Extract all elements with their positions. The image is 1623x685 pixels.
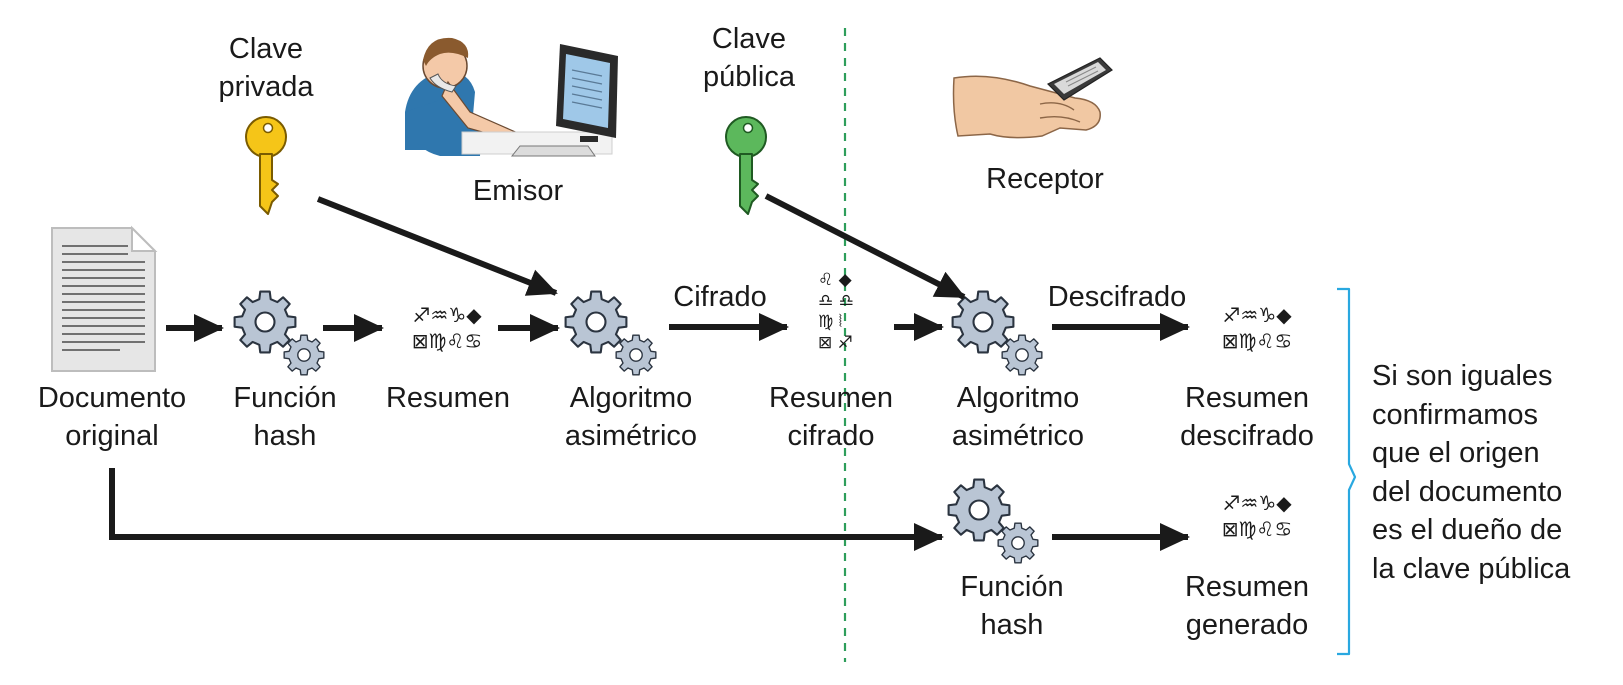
key-icon [725,116,767,215]
gear-icon [951,290,1043,376]
comparison-brace [1337,287,1357,656]
arrow-private-key-to-algorithm [316,196,558,296]
decrypt-label: Descifrado [1047,281,1187,313]
hand-phone-icon [952,57,1113,139]
key-icon [245,116,287,215]
generated-digest-symbols: ♐♒♑◆⊠♍♌♋ [1221,491,1293,541]
arrow-public-key-to-algorithm [764,193,966,300]
encrypt-label: Cifrado [673,281,767,313]
gear-icon [947,478,1039,564]
arrow-document-to-hash-receiver [109,468,944,551]
document-icon [51,225,158,372]
digest-symbols: ♐♒♑◆⊠♍♌♋ [411,303,483,353]
cipher-symbols: ♌ ◆♎ ♎ ♍ ⦚⊠ ♐ [818,270,854,353]
gear-icon [564,290,657,376]
receiver-label: Receptor [986,163,1104,195]
sender-label: Emisor [472,175,564,207]
gear-icon [233,290,325,376]
decrypted-digest-symbols: ♐♒♑◆⊠♍♌♋ [1221,303,1293,353]
person-computer-icon [405,37,618,157]
digest-label: Resumen [385,382,511,414]
